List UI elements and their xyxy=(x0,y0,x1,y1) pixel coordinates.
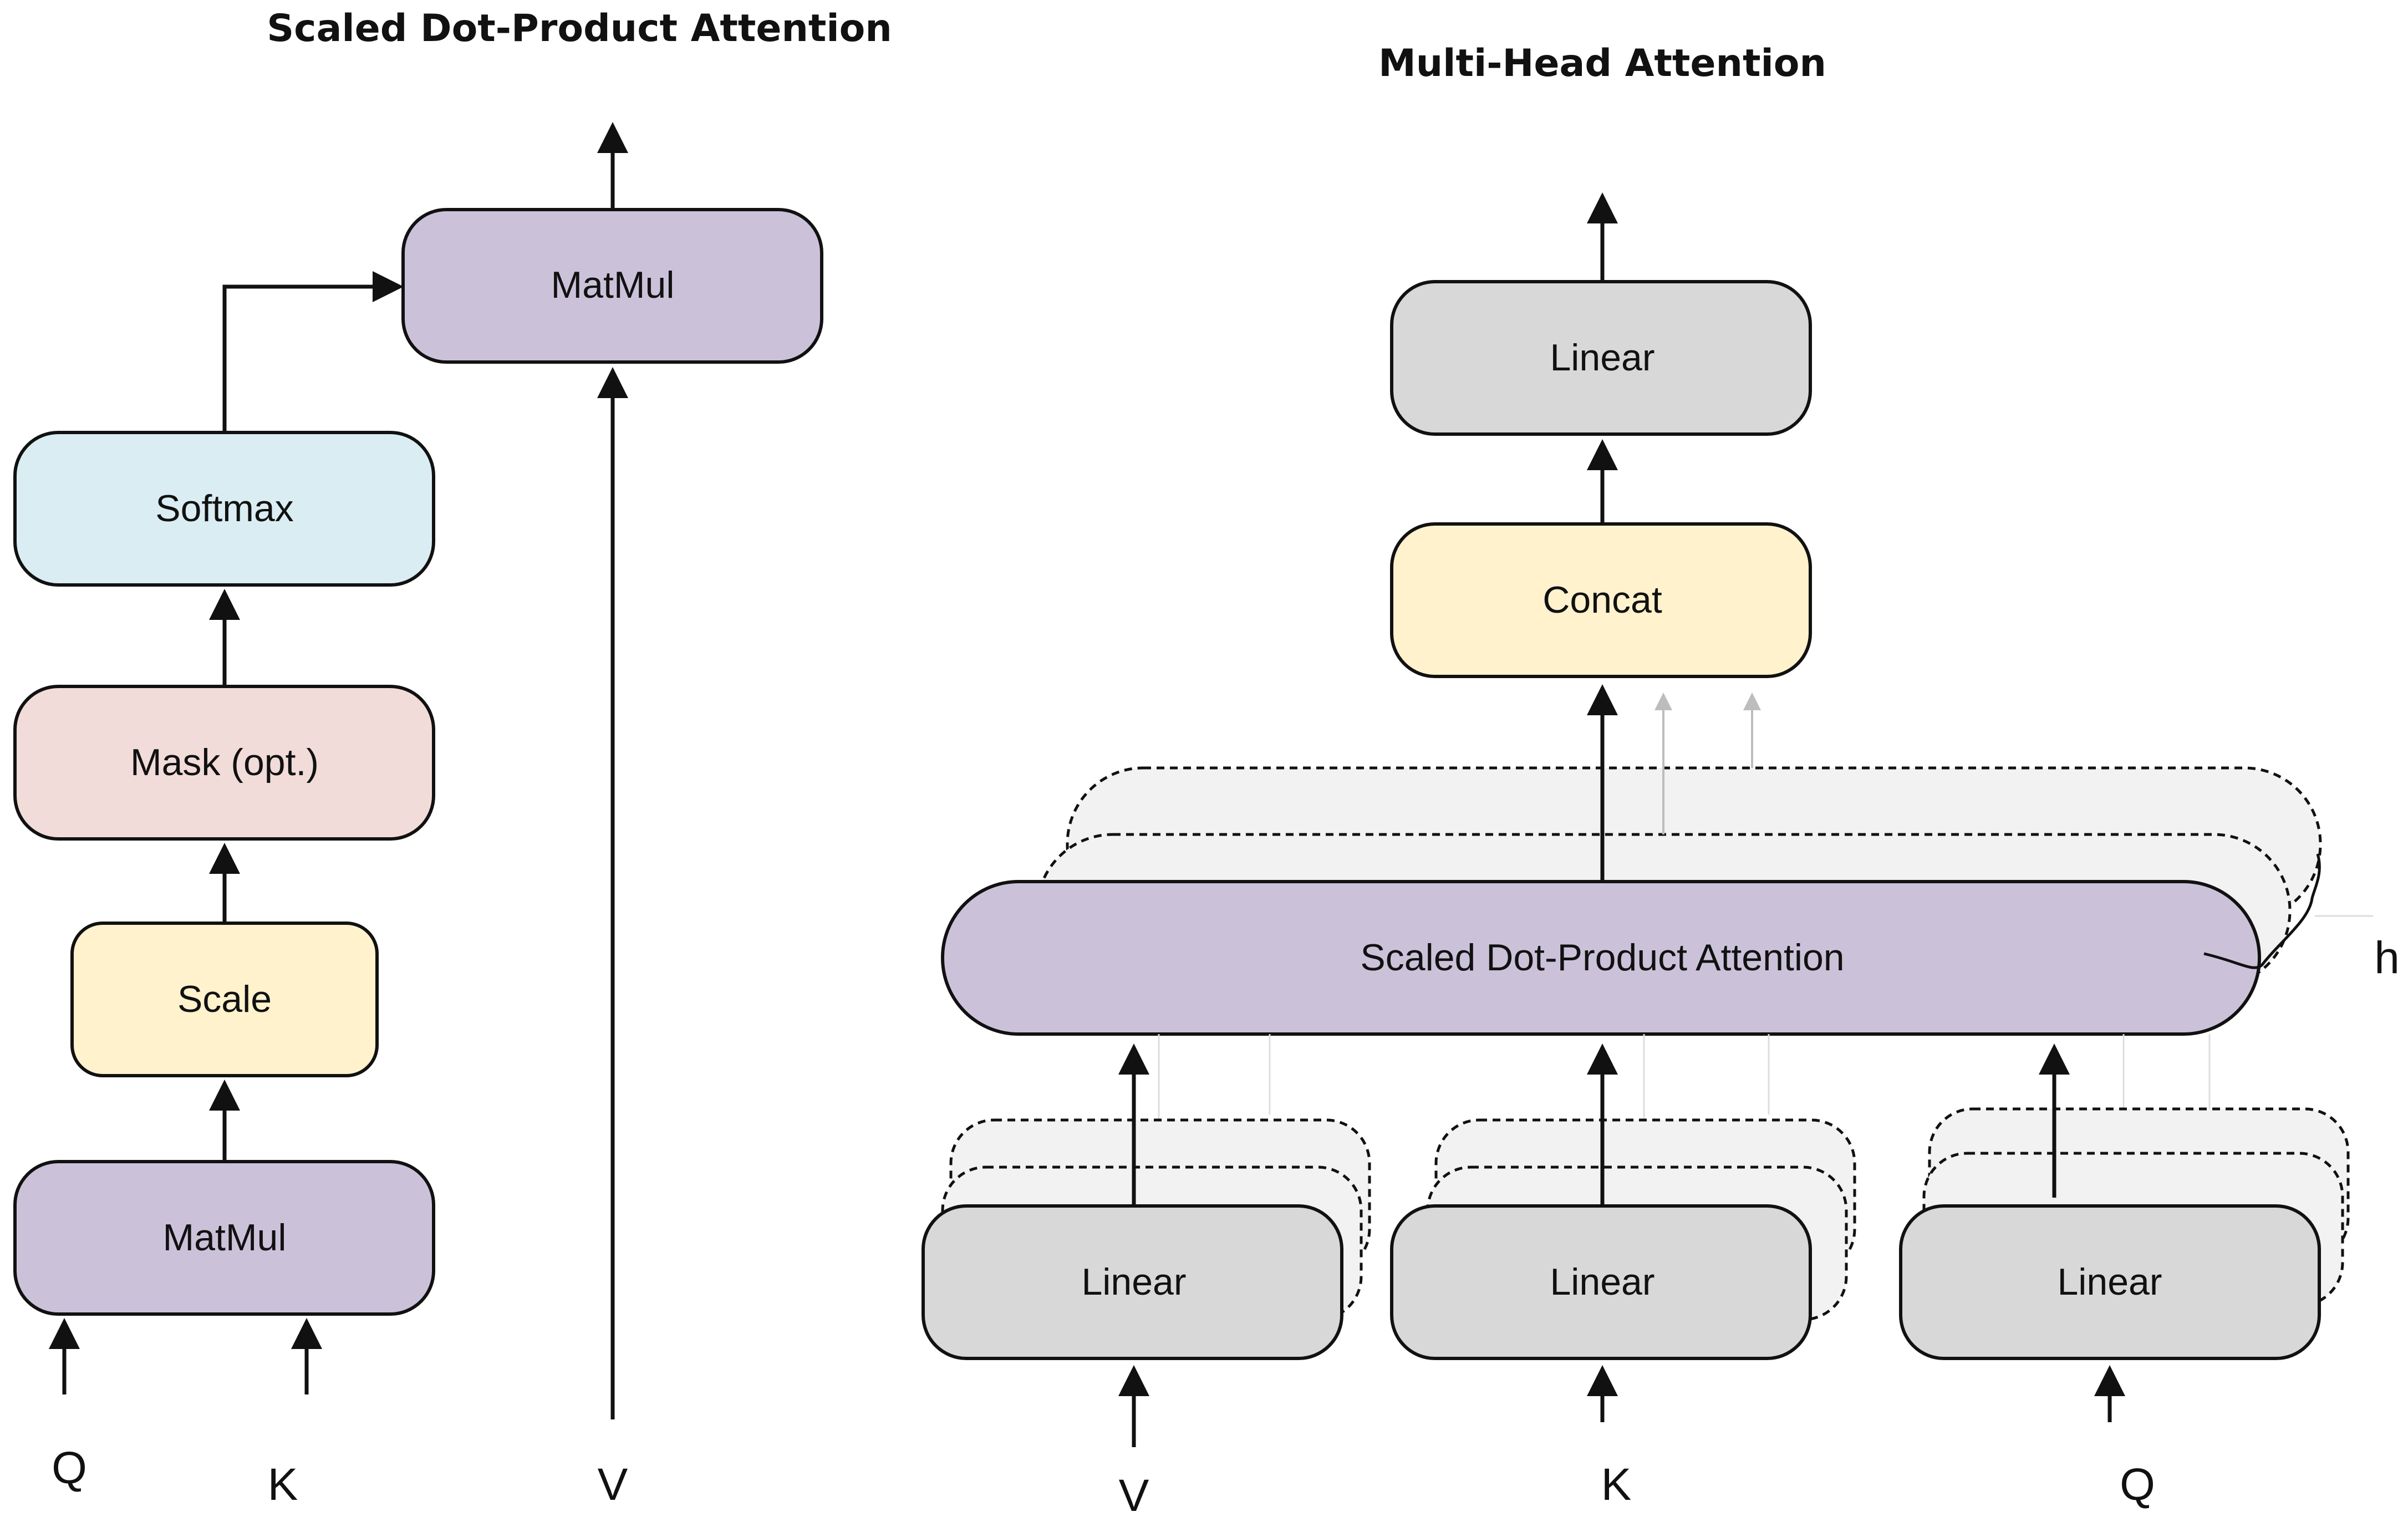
linear-k-box xyxy=(1390,1204,1812,1360)
concat-label: Concat xyxy=(1542,579,1662,621)
left-diagram: MatMul Softmax Mask (opt.) Scale MatMul … xyxy=(13,122,823,1510)
linear-v-box xyxy=(922,1204,1343,1360)
input-q-left: Q xyxy=(52,1443,87,1493)
input-v-left: V xyxy=(598,1459,628,1510)
softmax-box xyxy=(13,431,435,587)
linear-top-label: Linear xyxy=(1550,337,1654,379)
matmul-bottom-box xyxy=(13,1160,435,1316)
mask-label: Mask (opt.) xyxy=(130,741,319,783)
attention-label: Scaled Dot-Product Attention xyxy=(1360,936,1844,979)
linear-top-box xyxy=(1390,280,1812,436)
right-diagram: Linear Concat Scaled Dot-Product Attenti… xyxy=(922,192,2400,1521)
matmul-top-label: MatMul xyxy=(551,264,675,306)
arrow-softmax-to-matmul xyxy=(222,271,404,432)
concat-box xyxy=(1390,522,1812,678)
softmax-label: Softmax xyxy=(155,487,293,530)
mask-box xyxy=(13,685,435,841)
input-k-right: K xyxy=(1601,1459,1632,1510)
title-multi-head: Multi-Head Attention xyxy=(1378,42,1826,85)
attention-box xyxy=(941,880,2261,1036)
input-v-right: V xyxy=(1119,1470,1149,1521)
linear-q-box xyxy=(1899,1204,2321,1360)
matmul-bottom-label: MatMul xyxy=(163,1216,287,1259)
linear-v-label: Linear xyxy=(1081,1261,1186,1303)
linear-q-label: Linear xyxy=(2057,1261,2162,1303)
scale-label: Scale xyxy=(177,978,272,1020)
scale-box xyxy=(70,922,379,1077)
matmul-top-box xyxy=(401,208,823,364)
title-scaled-dot-product: Scaled Dot-Product Attention xyxy=(267,7,892,50)
input-q-right: Q xyxy=(2120,1459,2155,1510)
input-k-left: K xyxy=(268,1459,298,1510)
linear-k-label: Linear xyxy=(1550,1261,1654,1303)
heads-brace xyxy=(2203,853,2321,969)
heads-label: h xyxy=(2374,933,2400,983)
